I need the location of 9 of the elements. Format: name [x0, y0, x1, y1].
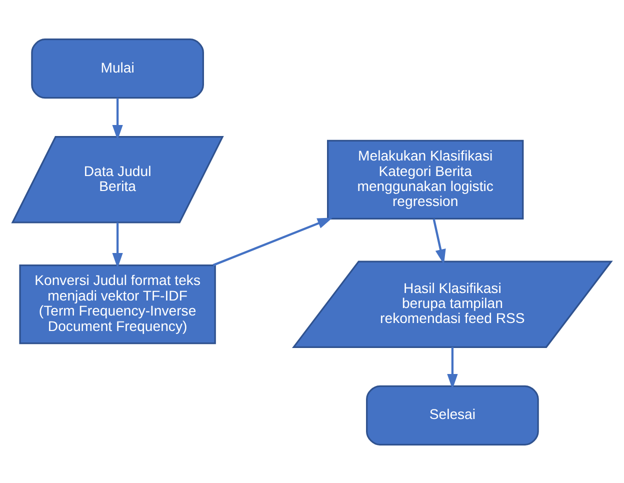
node-box: Mulai [31, 38, 204, 98]
arrow [212, 217, 333, 266]
arrow [112, 222, 123, 268]
node-box: Selesai [366, 384, 539, 445]
arrow [112, 98, 123, 140]
arrow [447, 346, 458, 389]
node-box: Konversi Judul format teks menjadi vektor TF-IDF (Term Frequency-Inverse Document Frequency) [19, 264, 216, 344]
node-box: Melakukan Klasifikasi Kategori Berita menggunakan logistic regression [327, 139, 524, 220]
arrow [432, 218, 446, 264]
